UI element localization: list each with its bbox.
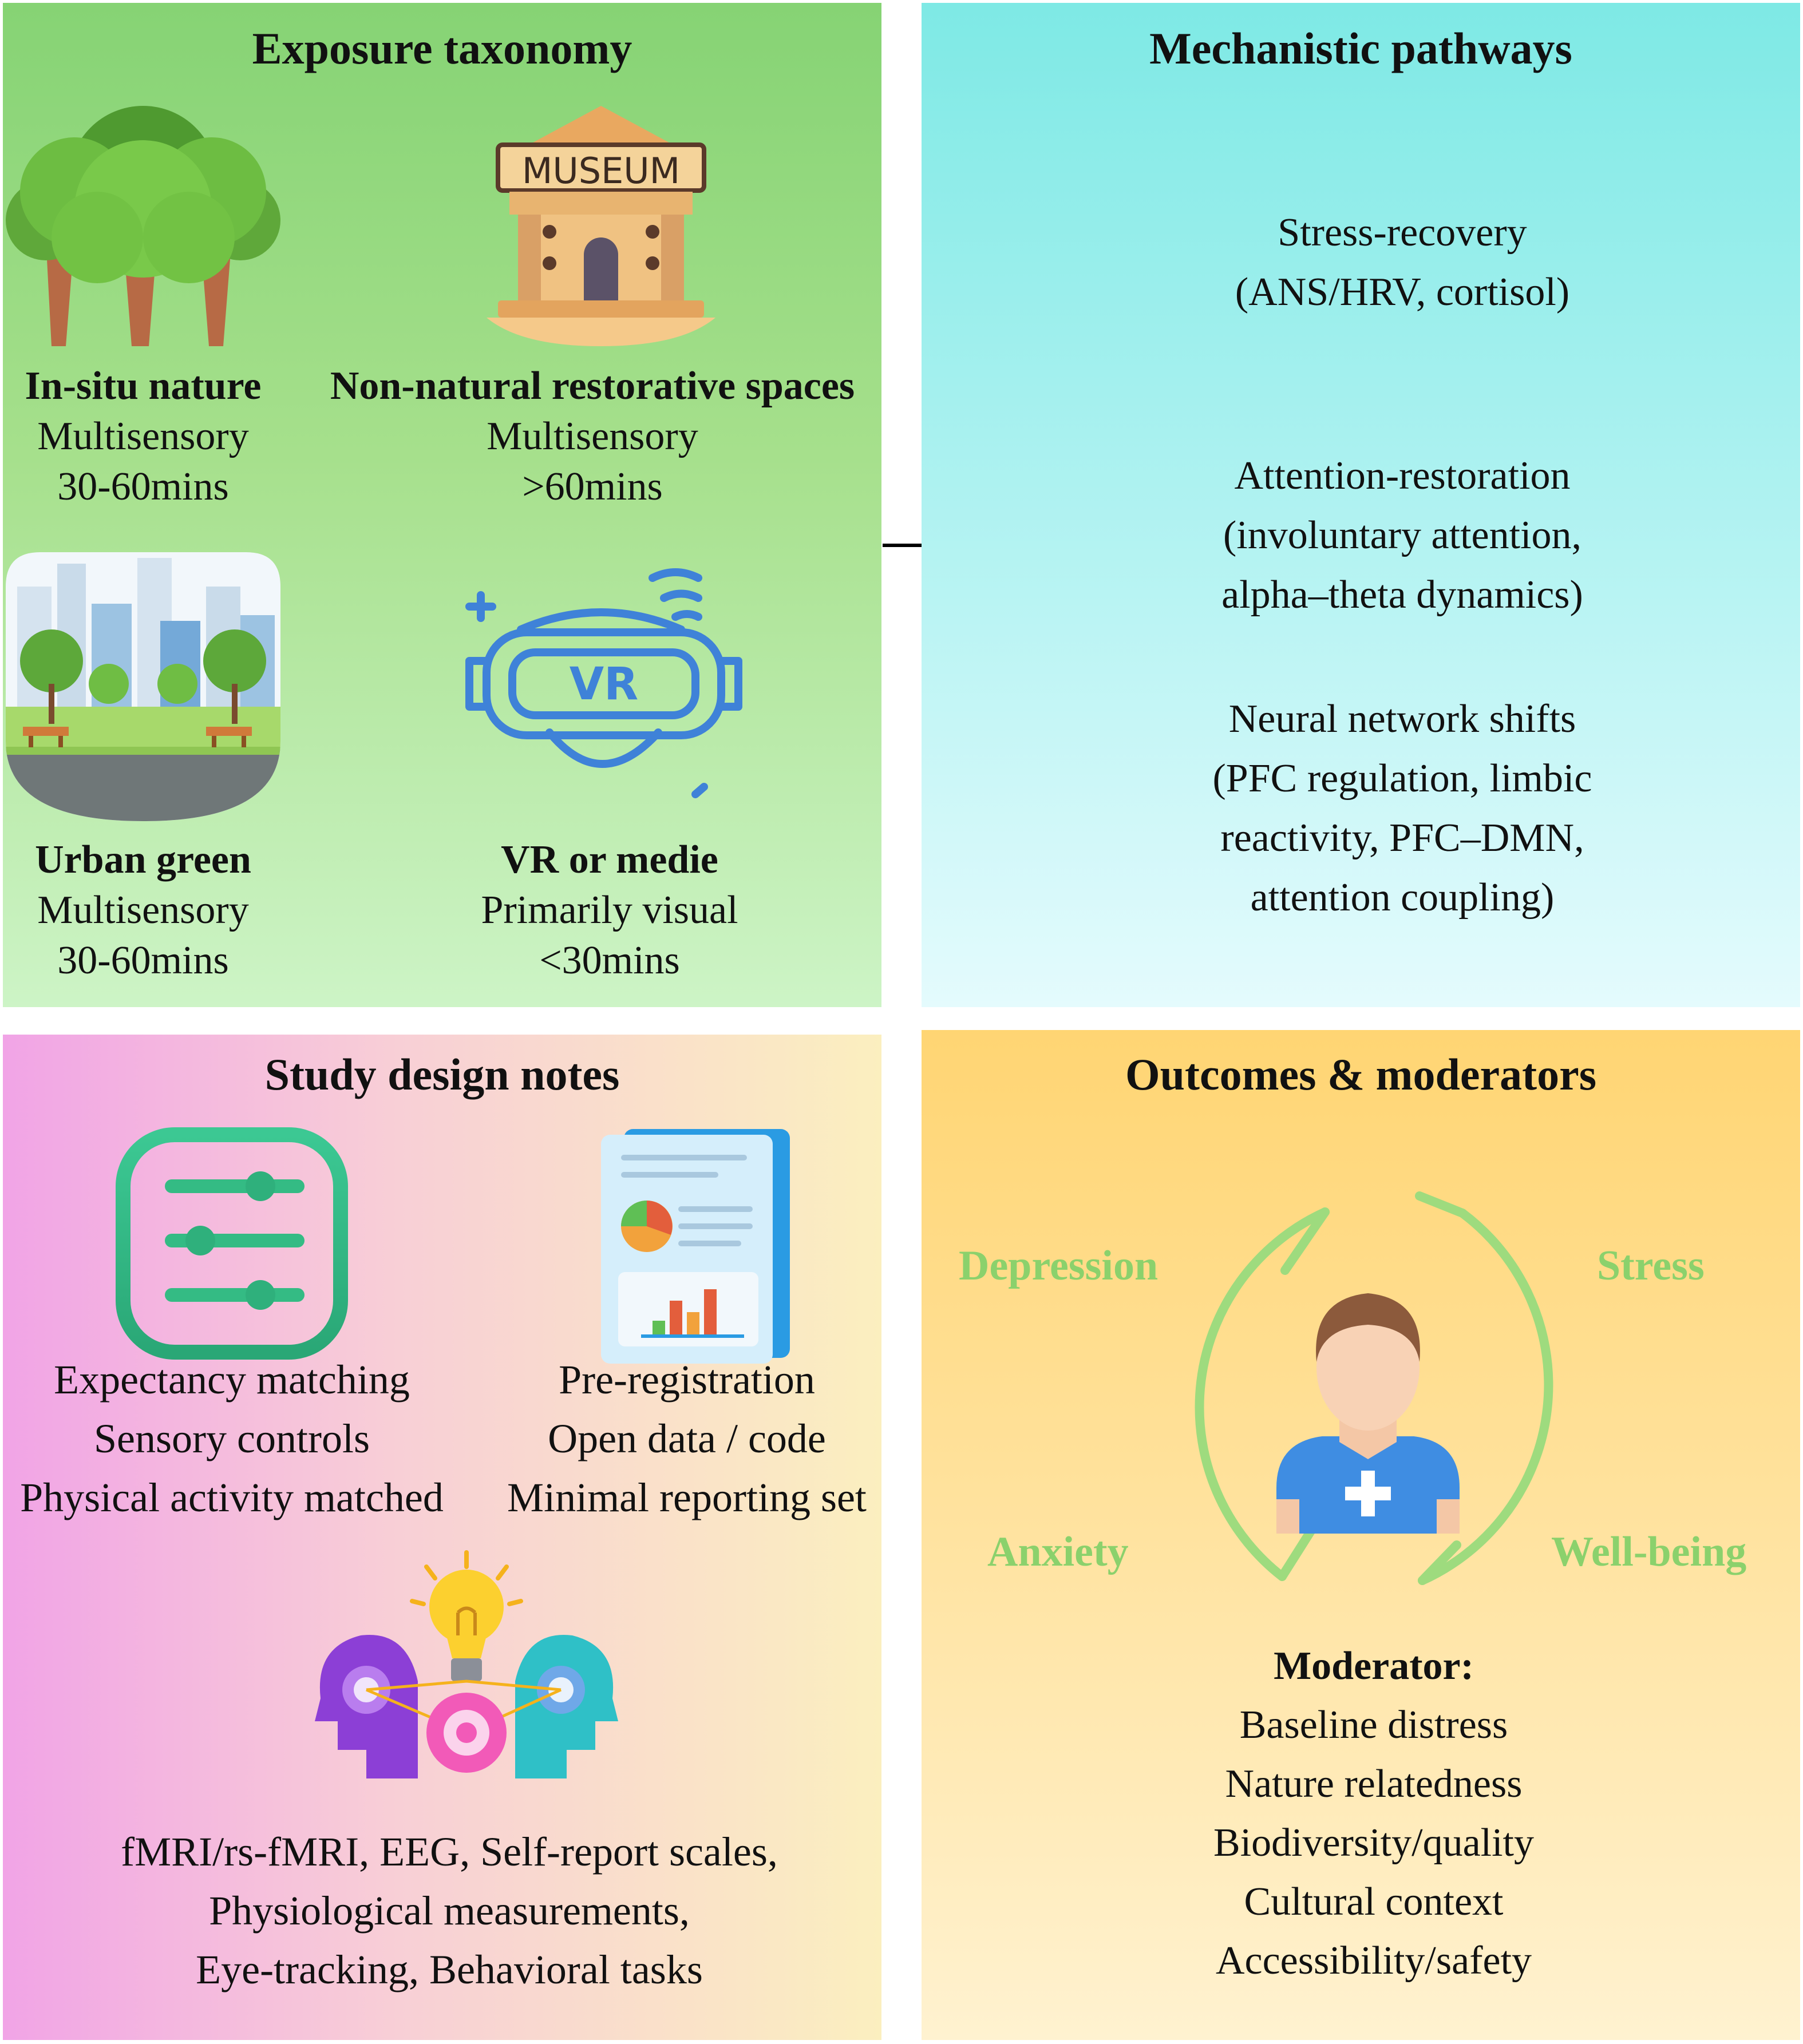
mechanism-stress-recovery-line-1: Stress-recovery [1278, 211, 1527, 255]
exposure-duration-in-situ-nature: 30-60mins [57, 465, 229, 509]
study-preregistration: Pre-registration [559, 1357, 815, 1403]
urban-park-icon [6, 552, 280, 821]
exposure-label-in-situ-nature: In-situ nature [25, 364, 262, 408]
mechanism-attention-line-1: Attention-restoration [1234, 454, 1571, 498]
outcome-anxiety: Anxiety [987, 1528, 1129, 1575]
outcomes-moderators-panel: Outcomes & moderators Depression Stress … [922, 1030, 1800, 2040]
mechanism-attention-restoration: Attention-restoration (involuntary atten… [1088, 446, 1717, 625]
exposure-label-vr-media: VR or medie [501, 838, 718, 882]
outcomes-title: Outcomes & moderators [1125, 1049, 1597, 1099]
mechanism-attention-line-3: alpha–theta dynamics) [1221, 573, 1583, 617]
vr-headset-icon: VR [465, 568, 742, 798]
mechanism-neural-line-3: reactivity, PFC–DMN, [1220, 816, 1584, 860]
mechanism-neural-line-2: (PFC regulation, limbic [1212, 756, 1592, 801]
study-open-data: Open data / code [548, 1416, 826, 1461]
trees-icon [6, 106, 280, 346]
exposure-title: Exposure taxonomy [252, 23, 632, 73]
exposure-duration-urban-green: 30-60mins [57, 938, 229, 983]
mechanism-neural-line-1: Neural network shifts [1228, 697, 1576, 741]
study-transparency-list: Pre-registration Open data / code Minima… [472, 1350, 902, 1527]
museum-icon: MUSEUM [487, 106, 715, 346]
exposure-taxonomy-panel: Exposure taxonomy MUSEUM In-situ nature … [3, 3, 881, 1007]
mechanism-stress-recovery: Stress-recovery (ANS/HRV, cortisol) [1088, 203, 1717, 322]
exposure-modality-in-situ-nature: Multisensory [37, 414, 249, 458]
mechanism-attention-line-2: (involuntary attention, [1223, 513, 1581, 557]
study-measures-line-1: fMRI/rs-fMRI, EEG, Self-report scales, [121, 1829, 778, 1875]
study-reporting-set: Minimal reporting set [507, 1475, 867, 1520]
moderator-nature-relatedness: Nature relatedness [1225, 1762, 1523, 1806]
cycle-arrows-icon [1195, 1191, 1553, 1585]
study-design-panel: Study design notes [3, 1035, 881, 2040]
museum-sign: MUSEUM [522, 150, 680, 192]
study-controls-list: Expectancy matching Sensory controls Phy… [3, 1350, 461, 1527]
moderator-cultural-context: Cultural context [1244, 1880, 1504, 1924]
sliders-icon [116, 1127, 348, 1360]
exposure-modality-urban-green: Multisensory [37, 888, 249, 932]
exposure-duration-non-natural: >60mins [522, 465, 663, 509]
mechanisms-title: Mechanistic pathways [1149, 23, 1572, 73]
minds-lightbulb-icon [315, 1550, 618, 1778]
mechanism-neural-line-4: attention coupling) [1250, 876, 1555, 920]
mechanistic-pathways-panel: Mechanistic pathways Stress-recovery (AN… [922, 3, 1800, 1007]
study-control-sensory: Sensory controls [94, 1416, 370, 1461]
moderator-list: Baseline distress Nature relatedness Bio… [1088, 1696, 1660, 1990]
study-measures-list: fMRI/rs-fMRI, EEG, Self-report scales, P… [3, 1823, 896, 1999]
outcome-depression: Depression [959, 1242, 1158, 1289]
outcome-wellbeing: Well-being [1551, 1528, 1747, 1575]
report-document-icon [601, 1129, 790, 1364]
study-measures-line-2: Physiological measurements, [209, 1888, 690, 1934]
exposure-label-urban-green: Urban green [35, 838, 251, 882]
person-patient-icon [1276, 1293, 1460, 1534]
moderator-heading: Moderator: [1274, 1644, 1474, 1688]
outcome-stress: Stress [1597, 1242, 1705, 1289]
exposure-label-non-natural: Non-natural restorative spaces [330, 364, 855, 408]
exposure-duration-vr-media: <30mins [539, 938, 680, 983]
exposure-modality-vr-media: Primarily visual [481, 888, 738, 932]
vr-sign: VR [570, 659, 638, 710]
exposure-modality-non-natural: Multisensory [487, 414, 698, 458]
study-control-physical: Physical activity matched [20, 1475, 444, 1520]
study-measures-line-3: Eye-tracking, Behavioral tasks [196, 1947, 703, 1992]
moderator-biodiversity: Biodiversity/quality [1213, 1821, 1534, 1865]
study-title: Study design notes [264, 1049, 620, 1099]
mechanism-stress-recovery-line-2: (ANS/HRV, cortisol) [1235, 270, 1570, 314]
moderator-baseline-distress: Baseline distress [1239, 1703, 1508, 1747]
study-control-expectancy: Expectancy matching [54, 1357, 410, 1403]
mechanism-neural-network-shifts: Neural network shifts (PFC regulation, l… [1088, 690, 1717, 928]
moderator-accessibility: Accessibility/safety [1215, 1939, 1532, 1983]
